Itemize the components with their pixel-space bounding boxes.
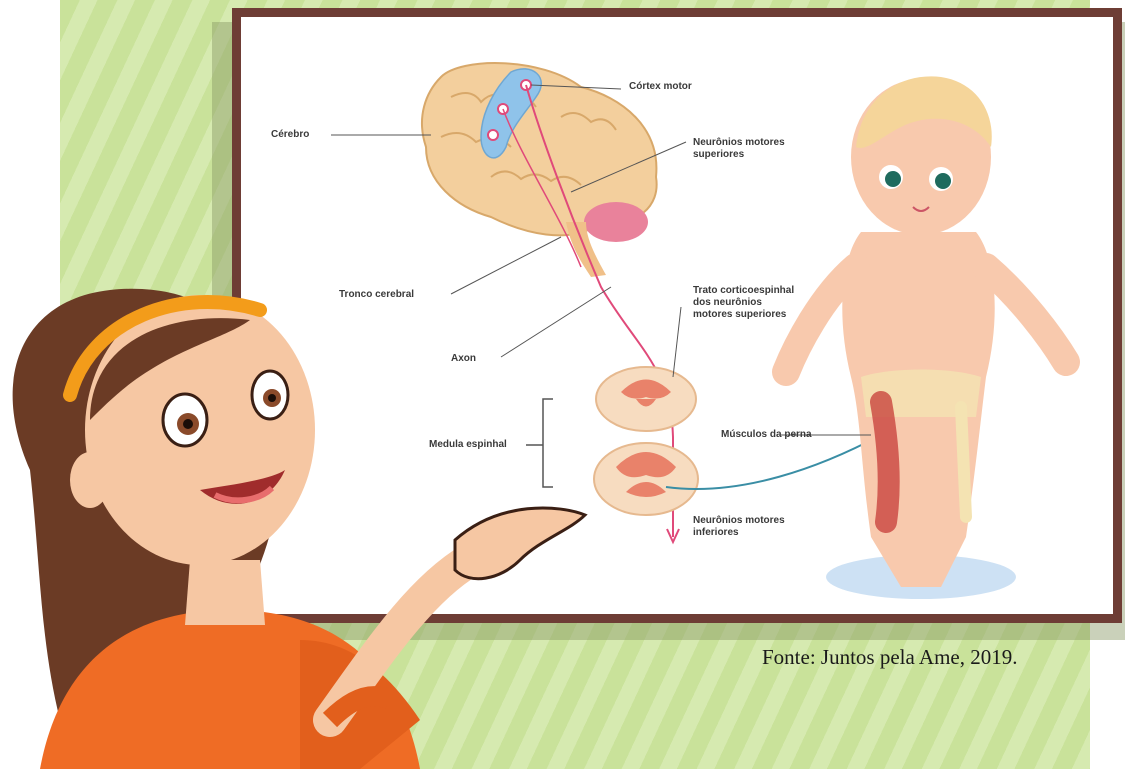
label-neuronios-superiores: Neurônios motores superiores <box>693 137 785 161</box>
girl-character <box>0 0 640 769</box>
label-musculos-perna: Músculos da perna <box>721 429 812 441</box>
source-citation: Fonte: Juntos pela Ame, 2019. <box>762 645 1018 670</box>
baby-illustration <box>786 76 1066 599</box>
label-trato-corticoespinhal: Trato corticoespinhal dos neurônios moto… <box>693 285 794 321</box>
label-neuronios-inferiores: Neurônios motores inferiores <box>693 515 785 539</box>
